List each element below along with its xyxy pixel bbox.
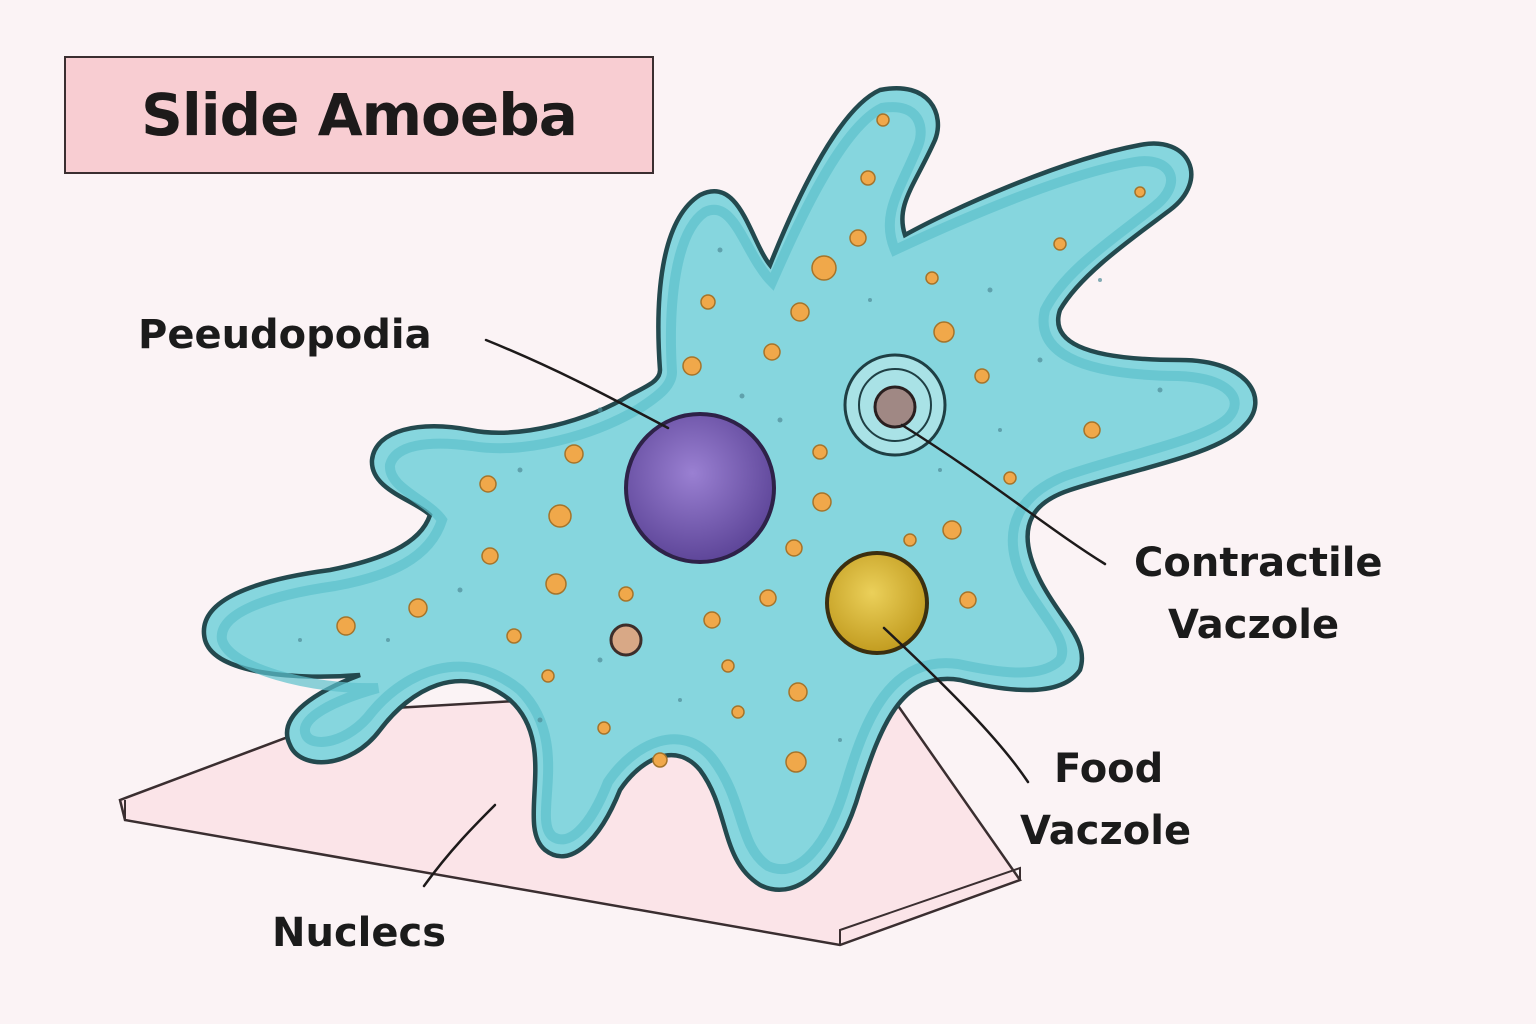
label-contractile-vacuole: Contractile Vaczole bbox=[1134, 532, 1383, 656]
label-food-line1: Food bbox=[1054, 746, 1164, 792]
pseudopodia-leader bbox=[484, 338, 670, 430]
label-contractile-line1: Contractile bbox=[1134, 540, 1383, 586]
title-box: Slide Amoeba bbox=[64, 56, 654, 174]
label-food-line2: Vaczole bbox=[1020, 808, 1192, 854]
contractile-vacuole-core bbox=[873, 385, 917, 429]
amoeba-ectoplasm bbox=[216, 102, 1240, 875]
cytoplasm-granules bbox=[336, 113, 1146, 773]
diagram-title: Slide Amoeba bbox=[141, 81, 578, 149]
food-leader bbox=[882, 626, 1030, 784]
label-nucleus: Nuclecs bbox=[272, 910, 447, 956]
label-contractile-line2: Vaczole bbox=[1168, 602, 1340, 648]
glass-slide-edge bbox=[124, 800, 1021, 945]
nucleus-leader bbox=[422, 803, 497, 888]
label-pseudopodia: Peeudopodia bbox=[138, 312, 432, 358]
contractile-leader bbox=[900, 423, 1107, 566]
food-vacuole bbox=[825, 551, 929, 655]
small-vacuole bbox=[609, 623, 643, 657]
label-food-vacuole: Food Vaczole bbox=[1020, 738, 1191, 862]
contractile-vacuole-ring bbox=[858, 368, 932, 442]
nucleus bbox=[624, 412, 776, 564]
